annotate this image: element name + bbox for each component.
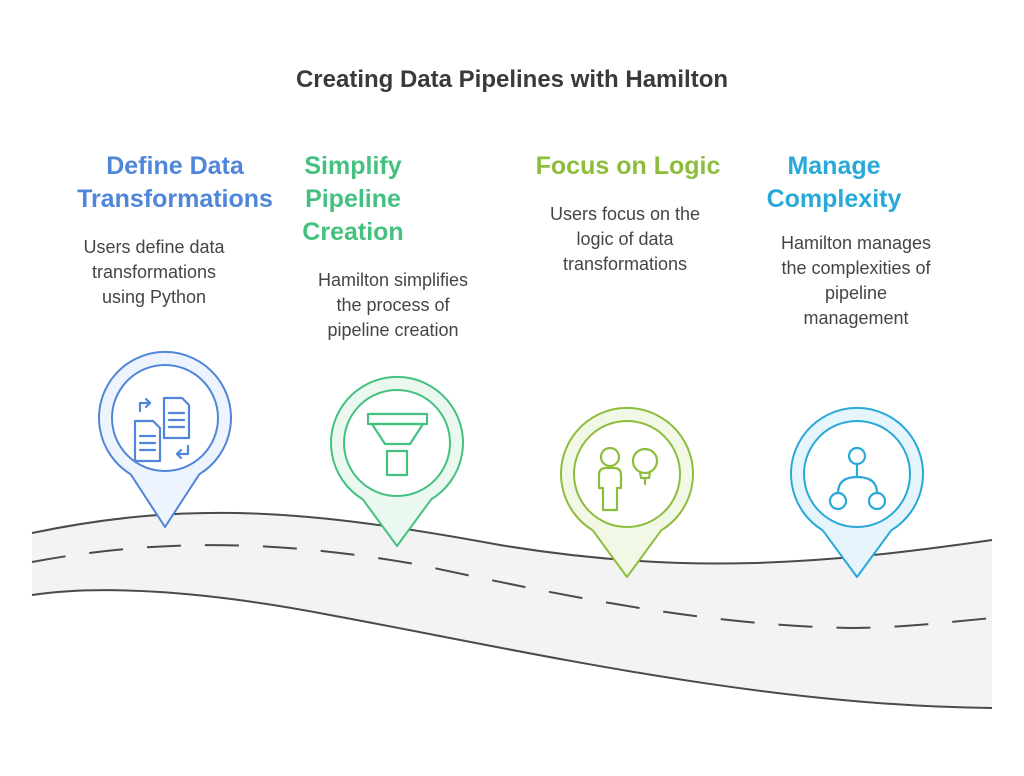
stage-4-title: Manage Complexity — [766, 152, 902, 213]
funnel-icon — [366, 412, 429, 477]
road-edge-bottom — [31, 589, 993, 709]
stage-3-pin — [560, 406, 694, 578]
stage-1-description: Users define data transformations using … — [83, 237, 225, 307]
documents-exchange-icon — [133, 396, 191, 463]
road — [31, 511, 993, 709]
stage-4-pin — [790, 406, 924, 578]
stage-1-pin — [98, 350, 232, 528]
stage-3-description: Users focus on the logic of data transfo… — [549, 204, 701, 274]
road-edge-top — [31, 511, 993, 565]
hierarchy-icon — [828, 446, 887, 511]
stage-2-description: Hamilton simplifies the process of pipel… — [317, 270, 469, 340]
diagram-title: Creating Data Pipelines with Hamilton — [295, 66, 729, 93]
person-lightbulb-icon — [597, 446, 659, 512]
stage-3-title: Focus on Logic — [535, 152, 721, 180]
stage-2-pin — [330, 375, 464, 547]
road-center-dashes — [31, 544, 993, 630]
stage-2-title: Simplify Pipeline Creation — [302, 152, 404, 246]
stage-4-description: Hamilton manages the complexities of pip… — [780, 233, 932, 328]
stage-1-title: Define Data Transformations — [77, 152, 273, 213]
road-surface — [32, 512, 992, 708]
